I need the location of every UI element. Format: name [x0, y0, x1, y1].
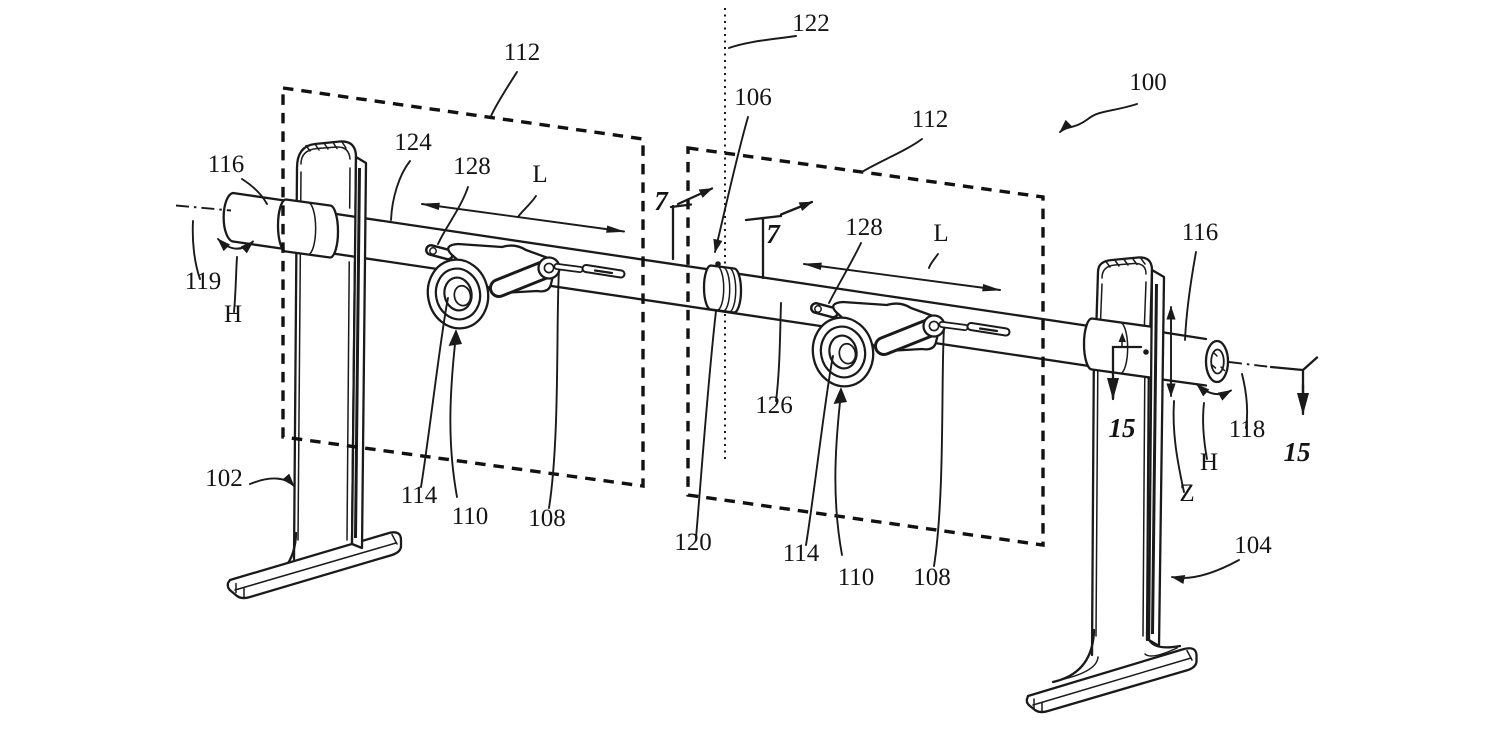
leader-128-left [437, 186, 469, 245]
label-126: 126 [755, 392, 793, 419]
section-marker-7-left [669, 187, 714, 261]
label-110-left: 110 [452, 503, 489, 530]
label-102: 102 [205, 465, 243, 492]
leader-119 [191, 220, 201, 280]
leader-H-left [233, 256, 238, 313]
right-stand-base [1025, 647, 1198, 714]
label-114-right: 114 [783, 540, 820, 567]
label-15-right: 15 [1284, 437, 1311, 467]
dim-arrow-L-right [802, 262, 1002, 292]
leader-Z [1172, 400, 1185, 493]
label-128-left: 128 [453, 153, 491, 180]
label-124: 124 [394, 129, 432, 156]
right-stand-column-left-edge [1090, 334, 1096, 657]
label-118: 118 [1229, 416, 1266, 443]
label-H-left: H [224, 301, 242, 328]
section-marker-7-right [744, 200, 814, 280]
reference-labels: 112 122 100 106 112 124 116 128 L 7 116 … [185, 10, 1311, 591]
label-119: 119 [185, 268, 222, 295]
section-marker-15-right [1269, 356, 1319, 416]
axis-line-right [1228, 361, 1272, 368]
leader-124 [390, 160, 411, 221]
leader-arrow-100 [1059, 103, 1138, 133]
leader-128-right [828, 242, 862, 304]
leader-116-left [241, 178, 268, 205]
label-7-right: 7 [766, 219, 781, 249]
label-L-right: L [933, 220, 948, 247]
left-stand-column [292, 140, 358, 561]
leader-arrow-106 [713, 116, 749, 253]
label-108-left: 108 [528, 505, 566, 532]
label-110-right: 110 [838, 564, 875, 591]
leader-116-right [1184, 251, 1197, 341]
rotation-arrow-H-left [217, 238, 254, 254]
leader-H-right [1202, 402, 1208, 460]
axis-line-left [175, 204, 232, 212]
label-100: 100 [1129, 69, 1167, 96]
left-collar [276, 198, 340, 259]
label-106: 106 [734, 84, 772, 111]
leader-112-right [861, 138, 923, 173]
dim-arrow-L-left [420, 202, 626, 233]
column-side-strips [350, 155, 1166, 648]
right-stand [1025, 334, 1198, 714]
leader-118 [1241, 373, 1249, 429]
label-H-right: H [1200, 449, 1218, 476]
leader-arrow-102 [249, 473, 295, 487]
label-128-right: 128 [845, 214, 883, 241]
label-114-left: 114 [401, 482, 438, 509]
label-108-right: 108 [913, 564, 951, 591]
label-120: 120 [674, 529, 712, 556]
left-stand [226, 140, 403, 600]
label-112-left: 112 [504, 39, 541, 66]
leader-arrow-104 [1171, 559, 1240, 584]
rotation-arrow-H-right [1196, 383, 1232, 401]
label-116-right: 116 [1182, 219, 1219, 246]
label-L-left: L [532, 161, 547, 188]
boundary-plane-right-112 [686, 146, 1045, 547]
leader-120 [695, 310, 717, 539]
right-stand-cap-block [1094, 256, 1154, 342]
leader-112-left [490, 71, 518, 117]
rod-right-end-face [1204, 339, 1230, 384]
leader-122 [728, 35, 797, 49]
coupling-120 [702, 264, 743, 314]
label-122: 122 [792, 10, 830, 37]
label-15-left: 15 [1109, 413, 1136, 443]
annotations [191, 35, 1319, 584]
label-Z: Z [1179, 480, 1194, 507]
label-7-left: 7 [654, 186, 669, 216]
label-104: 104 [1234, 532, 1272, 559]
left-stand-base [226, 531, 403, 600]
label-112-right: 112 [912, 106, 949, 133]
section-marker-15-left [1107, 332, 1143, 401]
leader-126 [775, 302, 782, 402]
label-116-left: 116 [208, 151, 245, 178]
boundary-plane-left-112 [281, 86, 645, 488]
rod-bottom-edge [284, 245, 1096, 368]
